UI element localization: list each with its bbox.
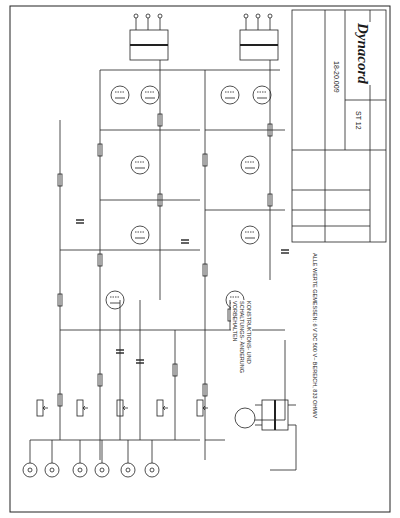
tube-symbol <box>141 86 159 104</box>
note-text: ST 12 <box>354 110 362 131</box>
wiper-arrow <box>163 406 168 410</box>
jack-wire <box>102 440 103 463</box>
terminal-lead <box>246 18 247 30</box>
jack-pin <box>150 468 154 472</box>
jack-wire <box>152 440 153 463</box>
input-jack <box>73 463 87 477</box>
tube-grid <box>245 232 255 233</box>
tube-cathode <box>110 303 120 304</box>
capacitor-plate <box>281 252 289 253</box>
page-frame <box>10 6 390 512</box>
terminal <box>146 14 150 18</box>
jack-wire <box>80 440 81 463</box>
note-text: 18-20.009 <box>332 60 340 94</box>
capacitor-plate <box>281 249 289 250</box>
jack-wire <box>52 440 53 463</box>
capacitor-plate <box>181 239 189 240</box>
input-jack <box>23 463 37 477</box>
jack-pin <box>28 468 32 472</box>
tube-cathode <box>245 238 255 239</box>
jack-pin <box>126 468 130 472</box>
tube-symbol <box>106 291 124 309</box>
repeated-parts <box>23 14 289 477</box>
potentiometer-symbol <box>77 400 83 416</box>
terminal-lead <box>258 18 259 30</box>
jack-wire <box>128 440 129 463</box>
jack-pin <box>50 468 54 472</box>
capacitor-plate <box>76 222 84 223</box>
tube-cathode <box>257 98 267 99</box>
wiper-arrow <box>43 406 48 410</box>
tube-grid <box>135 232 145 233</box>
capacitor-plate <box>181 242 189 243</box>
jack-pin <box>78 468 82 472</box>
input-jack <box>121 463 135 477</box>
terminal <box>256 14 260 18</box>
output-transformers <box>130 30 278 60</box>
tube-cathode <box>225 98 235 99</box>
terminal-lead <box>270 18 271 30</box>
terminal <box>268 14 272 18</box>
tube-cathode <box>135 168 145 169</box>
input-jack <box>95 463 109 477</box>
tube-cathode <box>245 168 255 169</box>
tube-cathode <box>115 98 125 99</box>
tube-symbol <box>221 86 239 104</box>
terminal-lead <box>136 18 137 30</box>
terminal <box>158 14 162 18</box>
terminal <box>134 14 138 18</box>
terminal-lead <box>160 18 161 30</box>
tube-cathode <box>135 238 145 239</box>
tube-grid <box>230 297 240 298</box>
tube-symbol <box>111 86 129 104</box>
wiper-arrow <box>83 406 88 410</box>
note-text: ALLE WERTE GEMESSEN: 6 V DC 500 V~ BEREI… <box>311 252 318 419</box>
potentiometer-symbol <box>37 400 43 416</box>
tube-symbol <box>131 226 149 244</box>
tube-cathode <box>145 98 155 99</box>
brand-logo: Dynacord <box>354 22 372 85</box>
potentiometer-symbol <box>197 400 203 416</box>
capacitor-plate <box>76 219 84 220</box>
tube-symbol <box>131 156 149 174</box>
jack-wire <box>30 440 31 463</box>
tube-grid <box>135 162 145 163</box>
tube-grid <box>225 92 235 93</box>
wiring <box>30 60 285 460</box>
tube-grid <box>115 92 125 93</box>
terminal-lead <box>148 18 149 30</box>
tube-symbol <box>253 86 271 104</box>
wiper-arrow <box>203 406 208 410</box>
note-text: KONSTRUKTIONS- UND SCHALTUNGS- ÄNDERUNG … <box>231 300 252 397</box>
input-jack <box>145 463 159 477</box>
wiper-arrow <box>123 406 128 410</box>
tube-symbol <box>241 156 259 174</box>
input-jack <box>45 463 59 477</box>
tube-grid <box>257 92 267 93</box>
power-section <box>235 400 296 470</box>
title-block <box>292 10 386 242</box>
tube-grid <box>110 297 120 298</box>
potentiometer-symbol <box>157 400 163 416</box>
jack-pin <box>100 468 104 472</box>
tube-grid <box>145 92 155 93</box>
terminal <box>244 14 248 18</box>
tube-symbol <box>241 226 259 244</box>
tube-grid <box>245 162 255 163</box>
